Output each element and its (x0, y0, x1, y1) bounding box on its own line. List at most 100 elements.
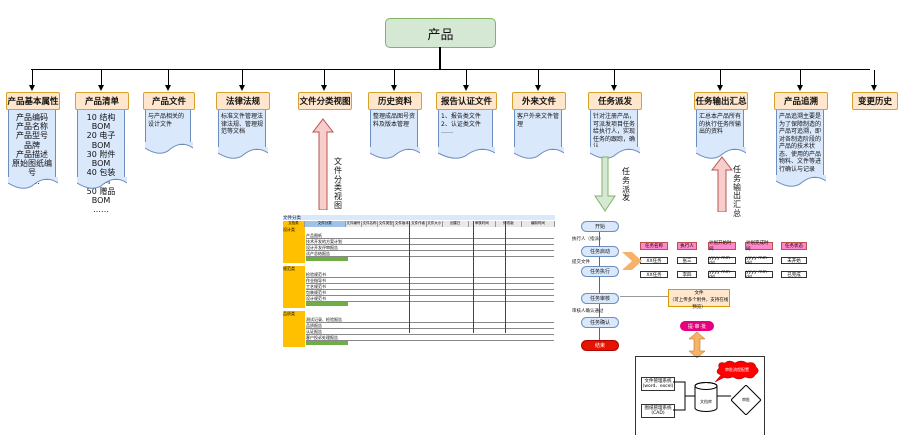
flow-node-1[interactable]: 任务启动 (581, 246, 619, 257)
table-group-0: 设计类 (283, 227, 305, 263)
task-field-value[interactable]: 李四 (677, 271, 697, 278)
arrow-down-icon (797, 85, 803, 91)
task-field-value[interactable]: 未开始 (781, 257, 807, 264)
root-node[interactable]: 产品 (385, 18, 496, 48)
review-pill[interactable]: 提·审·批 (680, 321, 714, 331)
description-line: …… (93, 204, 109, 214)
branch-line (800, 70, 801, 85)
category-0[interactable]: 产品基本属性 (6, 92, 60, 110)
category-11[interactable]: 变更历史 (852, 92, 898, 110)
table-row-separator (306, 257, 348, 261)
task-field-value[interactable]: yyyy-mm-dd (708, 270, 736, 280)
task-field-value[interactable]: 已完成 (781, 271, 807, 278)
flow-node-3[interactable]: 任务审核 (581, 293, 619, 304)
category-8[interactable]: 任务派发 (588, 92, 642, 110)
task-field-value[interactable]: 张三 (677, 257, 697, 264)
arrow-down-icon (611, 85, 617, 91)
category-3[interactable]: 法律法规 (216, 92, 270, 110)
category-description-9: 汇总本产品所有的执行任务所输出的资料 (696, 110, 746, 159)
description-line: 2、认证类文件 (441, 120, 481, 128)
table-header-cell: 文件分类 (304, 221, 346, 227)
branch-line (394, 70, 395, 85)
branch-line (324, 70, 325, 85)
arrow-down-icon (535, 85, 541, 91)
table-row[interactable]: 包装规范书 (306, 290, 554, 296)
flow-node-0[interactable]: 开始 (581, 221, 619, 232)
table-column-divider (473, 221, 474, 333)
arrow-down-icon (239, 85, 245, 91)
description-line: 与产品相关的设计文件 (148, 113, 185, 128)
drawing-system-box[interactable]: 图纸管理系统 (CAD) (641, 404, 675, 418)
table-row[interactable]: 测试记录、检验报告 (306, 317, 554, 323)
description-line: 50 赠品BOM (86, 186, 116, 205)
flow-node-5[interactable]: 结束 (581, 340, 619, 351)
category-description-0: 产品编码产品名称产品型号品牌产品描述原始图纸编号…… (8, 110, 58, 189)
table-header-cell: 文件作者 (410, 221, 427, 227)
table-row[interactable]: 作业指导书 (306, 278, 554, 284)
file-note[interactable]: 文件 （可上传多个附件，支持在线预览） (668, 289, 730, 310)
note-connector (620, 296, 668, 297)
table-row[interactable]: 认证报告 (306, 329, 554, 335)
branch-line (242, 70, 243, 85)
flow-edge-label: 提交文件 (572, 260, 590, 265)
category-2[interactable]: 产品文件 (143, 92, 195, 110)
table-title: 文件分类 (283, 215, 555, 221)
wave-edge (77, 177, 127, 189)
file-note-subtitle: （可上传多个附件，支持在线预览） (669, 298, 729, 310)
task-field-value[interactable]: XX任务 (640, 271, 668, 278)
arrow-down-icon (321, 85, 327, 91)
table-row[interactable]: 试产总结报告 (306, 251, 554, 257)
doc-system-box[interactable]: 文件管理系统 (word、excel) (641, 377, 675, 391)
description-line: 20 电子BOM (86, 131, 116, 150)
category-6[interactable]: 报告认证文件 (436, 92, 497, 110)
table-row[interactable]: 设计开发评审报告 (306, 245, 554, 251)
arrow-label-task-dispatch: 任务派发 (622, 167, 630, 203)
branch-line (32, 70, 33, 85)
category-1[interactable]: 产品清单 (75, 92, 129, 110)
system-integration-box (635, 356, 765, 435)
task-field-label: 计划开始时间 (708, 241, 736, 252)
flow-node-2[interactable]: 任务执行 (581, 266, 619, 277)
task-field-label: 任务状态 (781, 242, 807, 250)
branch-bus (31, 69, 870, 70)
description-line: 标准文件管理法律法规、管理规范等文档 (221, 113, 264, 135)
table-row[interactable]: 设计规范书 (306, 296, 554, 302)
cloud-label: 审批流程配置 (725, 367, 749, 372)
table-row[interactable]: 检验规范书 (306, 272, 554, 278)
table-row[interactable]: 产品图纸 (306, 233, 554, 239)
category-9[interactable]: 任务输出汇总 (694, 92, 748, 110)
table-header-cell: 修改版 (496, 221, 522, 227)
table-row[interactable]: 技术开发的方案计划 (306, 239, 554, 245)
root-connector (439, 47, 441, 69)
task-field-value[interactable]: yyyy-mm-dd (745, 270, 773, 280)
file-note-title: 文件 (694, 291, 704, 296)
table-row[interactable]: 品质报告 (306, 323, 554, 329)
wave-edge (590, 147, 640, 159)
description-line: 客户外来文件管理 (517, 113, 560, 128)
table-header-cell: 编制时间 (521, 221, 556, 227)
task-field-value[interactable]: yyyy-mm-dd (745, 256, 773, 266)
table-row[interactable]: 工艺规范书 (306, 284, 554, 290)
table-header-cell: 文件名称 (361, 221, 379, 227)
description-line: 针对注册产品，可派发项目任务给执行人，实现任务的跟踪，确认 (593, 113, 636, 150)
task-field-label: 任务名称 (640, 242, 668, 250)
table-header-cell: 文件类型 (378, 221, 395, 227)
table-row[interactable]: 客户投诉处理报告 (306, 335, 554, 341)
category-4[interactable]: 文件分类视图 (298, 92, 352, 110)
table-body: 设计类产品图纸技术开发的方案计划设计开发评审报告试产总结报告规范类检验规范书作业… (283, 221, 555, 347)
category-10[interactable]: 产品追溯 (774, 92, 828, 110)
task-field-value[interactable]: yyyy-mm-dd (708, 256, 736, 266)
decision-diamond (731, 385, 761, 415)
arrow-label-task-output: 任务输出汇总 (733, 165, 741, 218)
flow-edge-label: 审核人确认通过 (572, 309, 604, 314)
table-group-1: 规范类 (283, 266, 305, 308)
description-line: 整理成品图号资料及版本管理 (373, 113, 416, 128)
table-header-cell: 文件大小 (426, 221, 443, 227)
wave-edge (776, 175, 826, 187)
task-field-label: 计划完成时间 (745, 241, 773, 252)
category-5[interactable]: 历史资料 (368, 92, 422, 110)
flow-node-4[interactable]: 任务确认 (581, 317, 619, 328)
category-7[interactable]: 外来文件 (512, 92, 566, 110)
task-field-value[interactable]: XX任务 (640, 257, 668, 264)
